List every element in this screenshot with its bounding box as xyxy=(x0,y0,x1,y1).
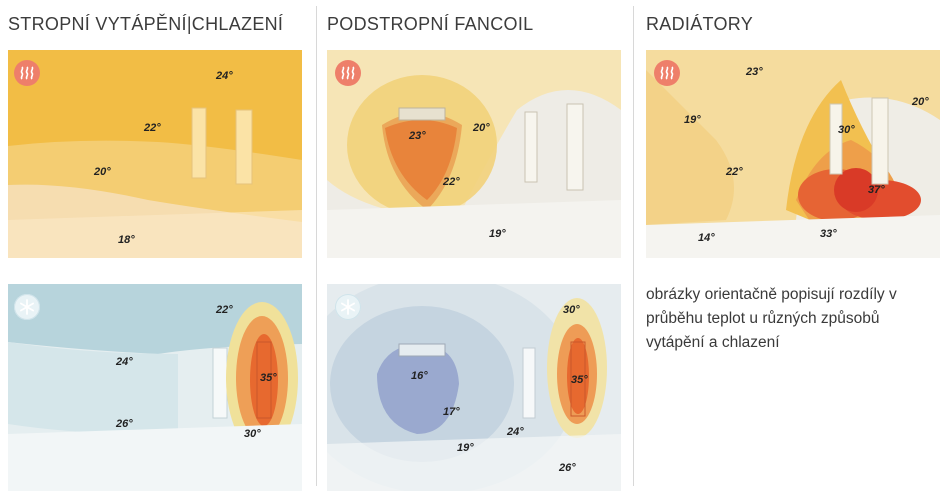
temperature-label: 24° xyxy=(216,70,233,82)
column-divider xyxy=(633,6,634,486)
temperature-label: 24° xyxy=(116,356,133,368)
ceiling-cooling-panel: 22° 24° 35° 26° 30° xyxy=(8,284,302,491)
temperature-label: 22° xyxy=(726,166,743,178)
temperature-label: 30° xyxy=(838,124,855,136)
temperature-label: 26° xyxy=(559,462,576,474)
ceiling-heating-panel: 24° 22° 20° 18° xyxy=(8,50,302,258)
temperature-label: 35° xyxy=(571,374,588,386)
temperature-label: 26° xyxy=(116,418,133,430)
snowflake-icon xyxy=(341,299,356,315)
cooling-mode-badge xyxy=(335,294,361,320)
temperature-label: 35° xyxy=(260,372,277,384)
temperature-label: 19° xyxy=(457,442,474,454)
temperature-label: 14° xyxy=(698,232,715,244)
temperature-label: 19° xyxy=(489,228,506,240)
explanatory-note: obrázky orientačně popisují rozdíly v pr… xyxy=(646,286,897,351)
cooling-mode-badge xyxy=(14,294,40,320)
fancoil-heating-panel: 23° 20° 22° 19° xyxy=(327,50,621,258)
temperature-label: 20° xyxy=(473,122,490,134)
column-divider xyxy=(316,6,317,486)
temperature-label: 17° xyxy=(443,406,460,418)
temperature-label: 37° xyxy=(868,184,885,196)
temperature-label: 20° xyxy=(912,96,929,108)
heating-mode-badge xyxy=(14,60,40,86)
heat-waves-icon xyxy=(660,66,674,80)
column-title-ceiling: STROPNÍ VYTÁPĚNÍ|CHLAZENÍ xyxy=(8,14,284,34)
fancoil-cooling-panel: 30° 16° 35° 17° 24° 19° 26° xyxy=(327,284,621,491)
temperature-label: 30° xyxy=(563,304,580,316)
temperature-label: 16° xyxy=(411,370,428,382)
radiator-heating-panel: 23° 19° 20° 30° 22° 37° 33° 14° xyxy=(646,50,940,258)
temperature-label: 33° xyxy=(820,228,837,240)
temperature-label: 20° xyxy=(94,166,111,178)
heat-waves-icon xyxy=(20,66,34,80)
column-title-radiators: RADIÁTORY xyxy=(646,14,754,34)
temperature-label: 22° xyxy=(443,176,460,188)
temperature-label: 19° xyxy=(684,114,701,126)
column-title-fancoil: PODSTROPNÍ FANCOIL xyxy=(327,14,534,34)
temperature-label: 22° xyxy=(216,304,233,316)
heat-waves-icon xyxy=(341,66,355,80)
snowflake-icon xyxy=(20,299,35,315)
temperature-label: 18° xyxy=(118,234,135,246)
heating-mode-badge xyxy=(335,60,361,86)
heating-mode-badge xyxy=(654,60,680,86)
temperature-label: 24° xyxy=(507,426,524,438)
temperature-label: 22° xyxy=(144,122,161,134)
temperature-label: 23° xyxy=(746,66,763,78)
temperature-label: 23° xyxy=(409,130,426,142)
temperature-label: 30° xyxy=(244,428,261,440)
